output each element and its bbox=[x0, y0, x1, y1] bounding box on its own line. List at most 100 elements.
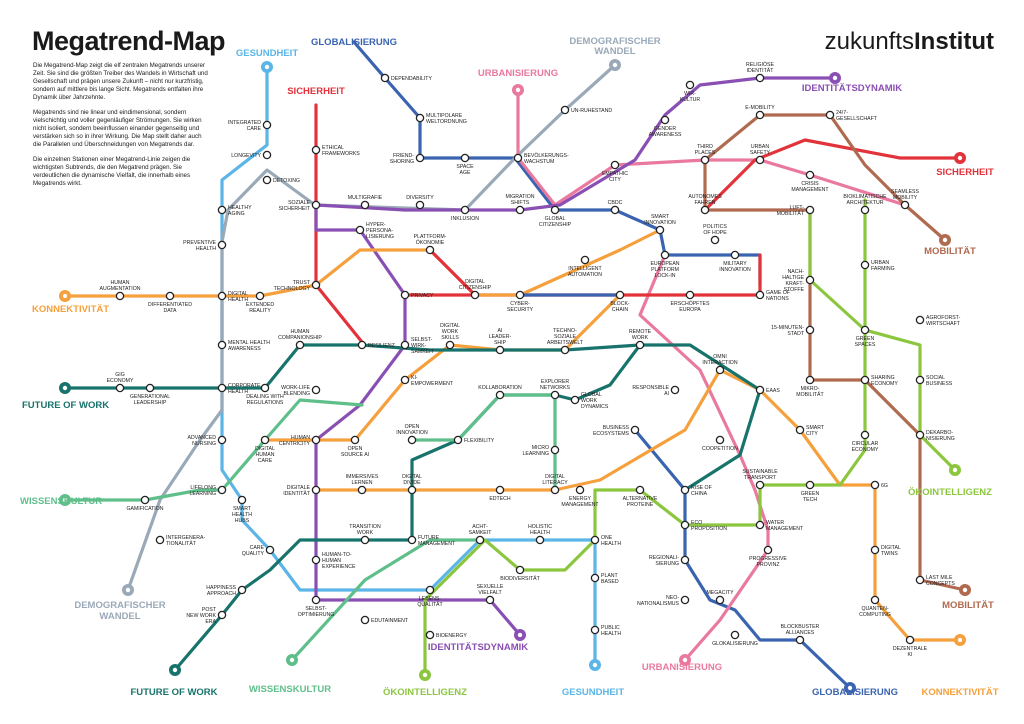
terminal-label-t-demografie-top-2[interactable]: WANDEL bbox=[594, 46, 635, 57]
station-remote-work-dot[interactable] bbox=[635, 340, 645, 350]
station-circular-economy-dot[interactable] bbox=[860, 430, 870, 440]
station-immersives-lernen-dot[interactable] bbox=[357, 485, 367, 495]
station-human-augmentation-dot[interactable] bbox=[115, 291, 125, 301]
station-lebensqualitaet-dot[interactable] bbox=[425, 585, 435, 595]
station-digital-citizenship-dot[interactable] bbox=[470, 290, 480, 300]
station-eco-proposition-dot[interactable] bbox=[680, 520, 690, 530]
station-bioenergy-dot[interactable] bbox=[425, 630, 435, 640]
station-plattformoekonomie-dot[interactable] bbox=[425, 245, 435, 255]
station-un-ruhestand-dot[interactable] bbox=[560, 105, 570, 115]
station-european-platform-dot[interactable] bbox=[660, 250, 670, 260]
station-gender-awareness-dot[interactable] bbox=[660, 115, 670, 125]
station-transition-work-dot[interactable] bbox=[360, 535, 370, 545]
station-bioklimatische-dot[interactable] bbox=[860, 205, 870, 215]
station-wir-kultur-dot[interactable] bbox=[685, 80, 695, 90]
station-last-mile-dot[interactable] bbox=[915, 575, 925, 585]
station-empathic-city-dot[interactable] bbox=[610, 160, 620, 170]
station-green-spaces-dot[interactable] bbox=[860, 325, 870, 335]
station-longevity-dot[interactable] bbox=[262, 150, 272, 160]
station-ethical-frameworks-dot[interactable] bbox=[311, 145, 321, 155]
station-crisis-management-dot[interactable] bbox=[805, 170, 815, 180]
station-selbstwirksamkeit-dot[interactable] bbox=[400, 340, 410, 350]
station-dekarbonisierung-dot[interactable] bbox=[915, 430, 925, 440]
station-healthy-aging-dot[interactable] bbox=[217, 205, 227, 215]
station-sustainable-transport-dot[interactable] bbox=[755, 480, 765, 490]
station-happiness-approach-dot[interactable] bbox=[237, 585, 247, 595]
station-edtech-dot[interactable] bbox=[495, 485, 505, 495]
station-digital-divide-dot[interactable] bbox=[407, 485, 417, 495]
station-multipolare-dot[interactable] bbox=[415, 113, 425, 123]
station-minuten-stadt-dot[interactable] bbox=[805, 325, 815, 335]
station-differentiated-data-dot[interactable] bbox=[165, 291, 175, 301]
station-urban-farming-dot[interactable] bbox=[860, 260, 870, 270]
station-digital-literacy-dot[interactable] bbox=[550, 485, 560, 495]
station-multigrafie-dot[interactable] bbox=[360, 200, 370, 210]
station-erschoepftes-europa-dot[interactable] bbox=[685, 290, 695, 300]
station-corporate-health-dot[interactable] bbox=[217, 383, 227, 393]
station-achtsamkeit-dot[interactable] bbox=[475, 535, 485, 545]
station-trust-technology-dot[interactable] bbox=[311, 280, 321, 290]
station-ai-leadership-dot[interactable] bbox=[495, 345, 505, 355]
station-digital-human-care-dot[interactable] bbox=[260, 435, 270, 445]
station-bevoelkerungswachstum-dot[interactable] bbox=[513, 153, 523, 163]
station-quantencomputing-dot[interactable] bbox=[870, 595, 880, 605]
station-urban-safety-dot[interactable] bbox=[755, 155, 765, 165]
station-inklusion-dot[interactable] bbox=[460, 205, 470, 215]
station-care-quality-dot[interactable] bbox=[265, 545, 275, 555]
station-progressive-provinz-dot[interactable] bbox=[763, 545, 773, 555]
station-eaas-dot[interactable] bbox=[755, 385, 765, 395]
terminal-label-t-demografie-bl-1[interactable]: DEMOGRAFISCHER bbox=[74, 600, 165, 611]
station-human-centricity-dot[interactable] bbox=[311, 435, 321, 445]
station-human-companionship-dot[interactable] bbox=[295, 340, 305, 350]
station-integrated-care-dot[interactable] bbox=[262, 120, 272, 130]
station-digital-twins-dot[interactable] bbox=[870, 545, 880, 555]
station-public-health-dot[interactable] bbox=[590, 625, 600, 635]
station-intelligent-automation-dot[interactable] bbox=[580, 255, 590, 265]
station-open-innovation-dot[interactable] bbox=[407, 435, 417, 445]
station-selbstoptimierung-dot[interactable] bbox=[311, 595, 321, 605]
terminal-label-t-mobilitaet-right[interactable]: MOBILITÄT bbox=[924, 246, 976, 257]
station-third-places-dot[interactable] bbox=[700, 155, 710, 165]
station-omni-interaction-dot[interactable] bbox=[715, 365, 725, 375]
station-detoxing-dot[interactable] bbox=[262, 175, 272, 185]
terminal-label-t-globalisierung-bottom[interactable]: GLOBALISIERUNG bbox=[812, 687, 898, 698]
station-alternative-proteine-dot[interactable] bbox=[635, 485, 645, 495]
terminal-label-t-oeko-right[interactable]: ÖKOINTELLIGENZ bbox=[908, 487, 992, 498]
terminal-label-t-fow-left[interactable]: FUTURE OF WORK bbox=[22, 400, 109, 411]
station-regionalisierung-dot[interactable] bbox=[680, 555, 690, 565]
station-water-management-dot[interactable] bbox=[755, 520, 765, 530]
station-generational-leadership-dot[interactable] bbox=[145, 383, 155, 393]
station-soziale-sicherheit-dot[interactable] bbox=[311, 200, 321, 210]
terminal-label-t-gesundheit-bottom[interactable]: GESUNDHEIT bbox=[562, 687, 624, 698]
terminal-label-t-sicherheit-left[interactable]: SICHERHEIT bbox=[287, 86, 345, 97]
station-resilienz-dot[interactable] bbox=[357, 340, 367, 350]
station-rise-of-china-dot[interactable] bbox=[680, 485, 690, 495]
station-kollaboration-dot[interactable] bbox=[495, 390, 505, 400]
terminal-label-t-sicherheit-right[interactable]: SICHERHEIT bbox=[936, 167, 994, 178]
station-six-g-dot[interactable] bbox=[870, 480, 880, 490]
station-explorer-networks-dot[interactable] bbox=[550, 390, 560, 400]
station-sexuelle-vielfalt-dot[interactable] bbox=[485, 595, 495, 605]
station-neo-nationalismus-dot[interactable] bbox=[680, 595, 690, 605]
station-blockbuster-alliances-dot[interactable] bbox=[795, 635, 805, 645]
station-lifelong-learning-dot[interactable] bbox=[217, 485, 227, 495]
station-micro-learning-dot[interactable] bbox=[550, 445, 560, 455]
station-space-age-dot[interactable] bbox=[460, 153, 470, 163]
station-privacy-dot[interactable] bbox=[400, 290, 410, 300]
station-extended-reality-dot[interactable] bbox=[255, 291, 265, 301]
station-technosoziale-dot[interactable] bbox=[560, 345, 570, 355]
station-biodiversitaet-dot[interactable] bbox=[515, 565, 525, 575]
terminal-label-t-identitaet-bottom[interactable]: IDENTITÄTSDYNAMIK bbox=[428, 642, 528, 653]
terminal-label-t-mobilitaet-br[interactable]: MOBILITÄT bbox=[942, 600, 994, 611]
station-glokalisierung-dot[interactable] bbox=[730, 630, 740, 640]
station-agroforstwirtschaft-dot[interactable] bbox=[915, 315, 925, 325]
station-holistic-health-dot[interactable] bbox=[535, 535, 545, 545]
station-cooperation-dot[interactable] bbox=[715, 435, 725, 445]
station-post-new-work-dot[interactable] bbox=[217, 610, 227, 620]
station-one-health-dot[interactable] bbox=[590, 535, 600, 545]
station-migration-shifts-dot[interactable] bbox=[515, 205, 525, 215]
station-cyber-security-dot[interactable] bbox=[515, 290, 525, 300]
station-friendshoring-dot[interactable] bbox=[415, 153, 425, 163]
station-business-ecosystems-dot[interactable] bbox=[630, 425, 640, 435]
station-gig-economy-dot[interactable] bbox=[115, 383, 125, 393]
